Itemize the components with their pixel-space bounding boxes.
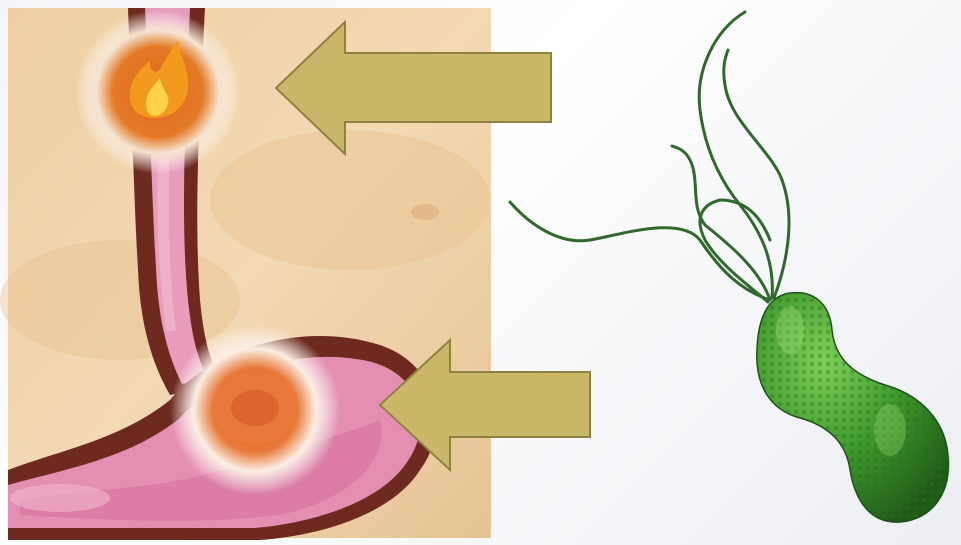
stomach-ulcer-spot xyxy=(170,325,340,495)
esophagus-burn-spot xyxy=(76,10,240,174)
navel-mark xyxy=(411,204,439,220)
bacterium-body xyxy=(757,293,949,522)
helicobacter-pylori-illustration xyxy=(510,12,948,522)
